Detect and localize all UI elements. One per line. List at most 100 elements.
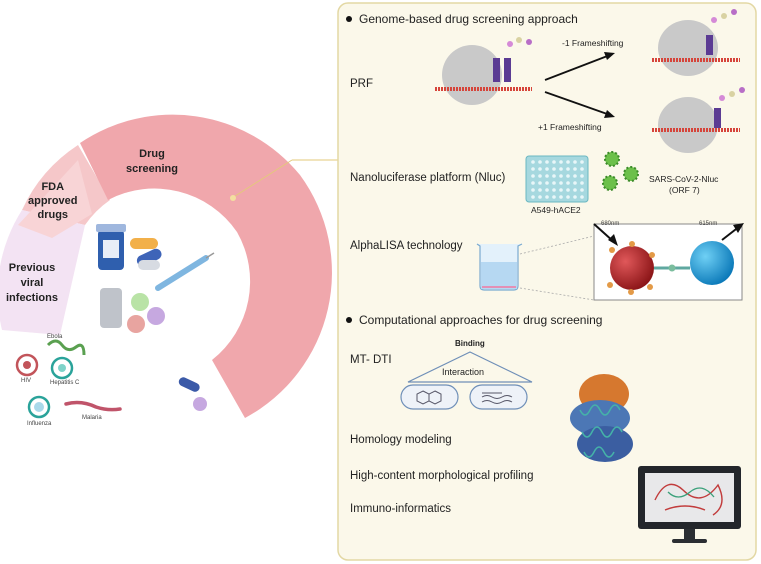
virus-label-line1: SARS-CoV-2-Nluc: [649, 174, 719, 184]
virus-label-line2: (ORF 7): [669, 185, 700, 195]
minus1-frameshift-label: -1 Frameshifting: [562, 38, 624, 48]
sars-cov-2-icon-3: [623, 166, 639, 182]
cuvette-liquid-icon: [481, 262, 517, 289]
hiv-core-icon: [23, 361, 31, 369]
trna-icon-4: [714, 108, 721, 128]
zoom-line-2: [519, 287, 595, 301]
monitor-base-icon: [672, 539, 707, 543]
peptide-bead-icon-2: [526, 39, 532, 45]
arrowhead-excitation-icon: [608, 234, 618, 246]
connector-dot: [230, 195, 236, 201]
antibody-icons: [607, 241, 655, 295]
trna-icon-2: [504, 58, 511, 82]
protein-structure-icon: [570, 374, 633, 462]
alphalisa-illustration: [476, 223, 744, 301]
ribosome-icon-3: [658, 97, 718, 153]
section-computational-title: Computational approaches for drug screen…: [359, 313, 603, 327]
sars-cov-2-icon: [604, 151, 620, 167]
influenza-label: Influenza: [27, 421, 52, 427]
peptide-bead-icon-7: [729, 91, 735, 97]
trna-icon: [493, 58, 500, 82]
monitor-neck-icon: [684, 529, 695, 539]
influenza-core-icon: [34, 402, 44, 412]
sequence-lines-icon: [481, 392, 513, 404]
arrowhead-emission-icon: [733, 223, 744, 233]
plus1-frameshift-label: +1 Frameshifting: [538, 122, 602, 132]
capsule-icon-4: [178, 377, 200, 392]
hepatitis-c-virus-icon: [50, 356, 74, 380]
well-grid-icon: [531, 160, 584, 199]
prf-illustration: [435, 9, 745, 153]
arrowhead-up-icon: [604, 52, 615, 60]
capsule-icon-3: [138, 260, 160, 270]
ebola-label: Ebola: [47, 334, 63, 340]
well-plate-icon: [525, 155, 589, 203]
nluc-illustration: [525, 151, 639, 203]
drug-repurposing-arc: [0, 114, 338, 419]
pill-bottle-label-icon: [103, 240, 119, 258]
interaction-triangle: [407, 351, 533, 383]
peptide-bead-icon-4: [721, 13, 727, 19]
wavelength-out-label: 615nm: [699, 221, 718, 227]
immuno-informatics-label: Immuno-informatics: [350, 503, 451, 515]
hepatitis-c-label: Hepatitis C: [50, 380, 80, 386]
monitor-screen-icon: [645, 473, 734, 522]
arc-segment-previous-infections: [0, 210, 85, 335]
mtdti-illustration: [400, 351, 533, 410]
zoom-line: [519, 235, 595, 255]
donor-bead-icon: [610, 246, 654, 290]
hiv-label: HIV: [21, 378, 32, 384]
acceptor-bead-icon: [690, 241, 734, 285]
pathogen-icons: [15, 339, 122, 419]
tablet-icon-3: [127, 315, 145, 333]
homology-modeling-label: Homology modeling: [350, 434, 452, 446]
malaria-parasite-icon: [64, 400, 122, 412]
binding-label: Binding: [455, 339, 485, 348]
mtdti-label: MT- DTI: [350, 354, 392, 366]
syringe-needle-icon: [205, 252, 215, 259]
approaches-panel: [337, 2, 757, 561]
section-computational: Computational approaches for drug screen…: [346, 313, 602, 327]
arc-segment-drug-screening: [80, 114, 332, 419]
alphalisa-label: AlphaLISA technology: [350, 240, 463, 252]
bullet-icon-2: [346, 316, 352, 323]
pill-bottle-cap-icon: [96, 224, 126, 232]
protein-sequence-box: [469, 384, 528, 410]
tablet-icon-4: [193, 397, 207, 411]
arc-label-fda-approved: FDA approved drugs: [28, 180, 78, 222]
molecule-render-icon-2: [667, 487, 715, 498]
peptide-bead-icon-6: [719, 95, 725, 101]
peptide-bead-icon-8: [739, 87, 745, 93]
fda-approved-text: FDA approved drugs: [28, 181, 78, 221]
hiv-virus-icon: [15, 353, 39, 377]
wavelength-in-label: 680nm: [601, 221, 620, 227]
protein-helix-icon: [579, 404, 623, 458]
peptide-bead-icon-5: [731, 9, 737, 15]
influenza-virus-icon: [27, 395, 51, 419]
interaction-label: Interaction: [442, 367, 485, 377]
tablet-icon: [131, 293, 149, 311]
sars-cov-2-icon-2: [602, 175, 618, 191]
jar-icon: [100, 288, 122, 328]
previous-infections-text: Previous viral infections: [6, 262, 58, 304]
drug-screening-line1: Drug screening: [126, 148, 178, 175]
malaria-label: Malaria: [82, 415, 102, 421]
section-genome-based-title: Genome-based drug screening approach: [359, 12, 578, 26]
ebola-virus-icon: [46, 339, 86, 356]
arc-label-previous-infections: Previous viral infections: [6, 261, 58, 306]
peptide-bead-icon: [516, 37, 522, 43]
arc-segment-fda-inner: [18, 160, 92, 238]
hepatitis-c-core-icon: [58, 364, 66, 372]
bullet-icon: [346, 15, 352, 22]
capsule-icon: [130, 238, 158, 249]
benzene-ring-icon-2: [428, 390, 442, 405]
monitor-icon: [638, 466, 741, 543]
nluc-label: Nanoluciferase platform (Nluc): [350, 172, 506, 184]
tablet-icon-2: [147, 307, 165, 325]
peptide-chain-icon: [507, 41, 513, 47]
prf-label: PRF: [350, 78, 373, 90]
connector-line: [231, 159, 293, 199]
hcmp-label: High-content morphological profiling: [350, 470, 534, 482]
syringe-icon: [155, 255, 209, 291]
